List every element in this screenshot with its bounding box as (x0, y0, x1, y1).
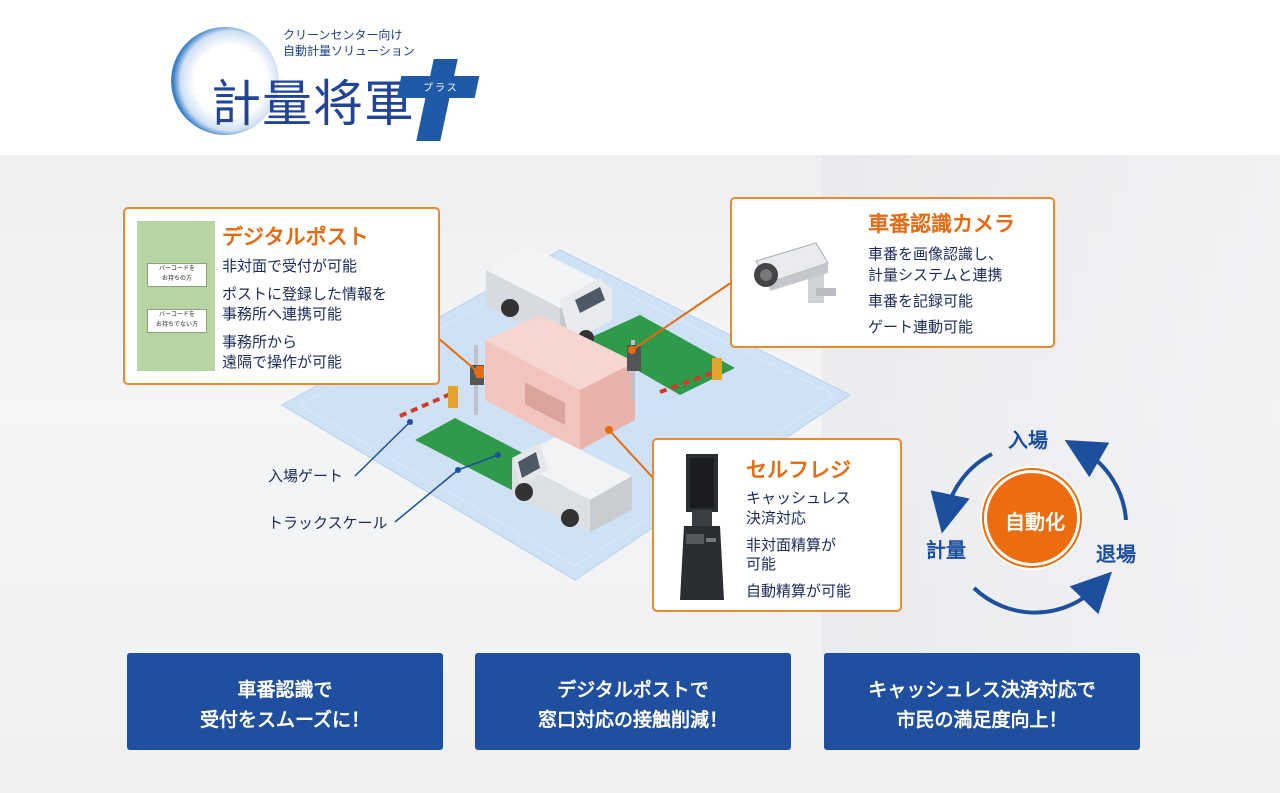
tagline-line2: 市民の満足度向上！ (896, 709, 1068, 731)
logo-plus-label: プラス (423, 83, 459, 94)
self-register-title: セルフレジ (746, 458, 851, 482)
connector-scale-2 (457, 454, 499, 471)
connector-register (608, 429, 656, 481)
logo-subtitle-1: クリーンセンター向け (283, 28, 403, 42)
self-register-callout: セルフレジ キャッシュレス 決済対応 非対面精算が 可能 自動精算が可能 (652, 438, 902, 612)
connector-camera (631, 279, 736, 351)
digital-post-callout: バーコードを お持ちの方 バーコードを お持ちでない方 デジタルポスト 非対面で… (123, 207, 440, 385)
self-register-line: キャッシュレス (746, 489, 851, 507)
camera-line: 計量システムと連携 (868, 266, 1003, 284)
tagline-line1: デジタルポストで (557, 679, 709, 701)
kiosk-screen-image: バーコードを お持ちの方 バーコードを お持ちでない方 (137, 221, 215, 371)
truck-scale-label: トラックスケール (268, 514, 388, 532)
connector-scale (394, 469, 459, 523)
connector-gate (354, 421, 411, 477)
security-camera-icon (754, 242, 836, 303)
digital-post-line: 非対面で受付が可能 (222, 257, 358, 275)
logo: クリーンセンター向け 自動計量ソリューション 計量将軍 プラス (171, 24, 481, 141)
logo-subtitle-2: 自動計量ソリューション (283, 44, 415, 58)
cycle-weigh: 計量 (926, 538, 966, 562)
cycle-exit: 退場 (1096, 542, 1136, 566)
tagline-box: 車番認識で 受付をスムーズに！ (127, 653, 443, 750)
tagline-line2: 受付をスムーズに！ (199, 709, 371, 731)
entry-gate-label: 入場ゲート (268, 467, 344, 485)
no-barcode-button: バーコードを お持ちでない方 (147, 309, 207, 333)
camera-line: ゲート連動可能 (868, 318, 974, 336)
self-register-line: 決済対応 (746, 509, 807, 527)
self-register-line: 可能 (746, 555, 777, 573)
barcode-button-1-line2: お持ちの方 (161, 275, 192, 282)
barcode-holder-button: バーコードを お持ちの方 (147, 263, 207, 287)
entry-gate-bar (399, 390, 456, 418)
tagline-box: キャッシュレス決済対応で 市民の満足度向上！ (824, 653, 1140, 750)
digital-post-title: デジタルポスト (222, 225, 369, 249)
office-building (485, 315, 635, 390)
camera-line: 車番を画像認識し、 (868, 245, 1004, 263)
tagline-line1: キャッシュレス決済対応で (868, 679, 1096, 701)
camera-title: 車番認識カメラ (868, 212, 1015, 236)
plus-icon-vertical (416, 59, 458, 141)
digital-post-line: 事務所へ連携可能 (222, 305, 343, 323)
barcode-button-2-line2: お持ちでない方 (155, 321, 198, 328)
digital-post-line: 事務所から (222, 333, 298, 351)
barcode-button-2-line1: バーコードを (158, 311, 195, 318)
digital-post-line: ポストに登録した情報を (222, 285, 388, 303)
cycle-entry: 入場 (1008, 428, 1048, 452)
cycle-arrows-icon (930, 440, 1128, 615)
exit-gate-bar (659, 370, 716, 394)
tagline-line1: 車番認識で (237, 679, 333, 701)
tagline-line2: 窓口対応の接触削減！ (537, 709, 728, 731)
logo-main-title: 計量将軍 (211, 75, 415, 133)
barcode-button-1-line1: バーコードを (158, 265, 195, 272)
tagline-box: デジタルポストで 窓口対応の接触削減！ (475, 653, 791, 750)
digital-post-line: 遠隔で操作が可能 (222, 353, 343, 371)
connector-post (437, 337, 479, 373)
self-register-line: 非対面精算が (746, 536, 837, 554)
self-register-kiosk-icon (680, 454, 724, 600)
cycle-center: 自動化 (980, 466, 1084, 570)
automation-label: 自動化 (1005, 510, 1065, 534)
self-register-line: 自動精算が可能 (746, 582, 852, 600)
automation-badge: 自動化 (984, 470, 1080, 566)
camera-line: 車番を記録可能 (868, 292, 974, 310)
camera-callout: 車番認識カメラ 車番を画像認識し、 計量システムと連携 車番を記録可能 ゲート連… (730, 197, 1055, 348)
truck-scale-pad-back (585, 315, 735, 395)
logo-ring-icon (171, 27, 279, 135)
